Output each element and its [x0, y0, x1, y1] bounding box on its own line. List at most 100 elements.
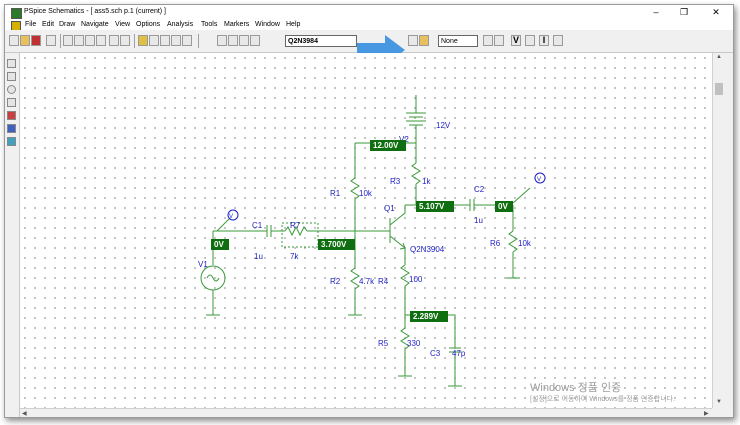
r3-ref: R3	[390, 177, 401, 186]
vertical-scroll-thumb[interactable]	[715, 83, 723, 95]
activation-watermark-title: Windows 정품 인증	[530, 382, 622, 394]
supply-value: 12V	[436, 121, 451, 130]
voltage-marker-icon[interactable]	[525, 35, 535, 46]
save-icon[interactable]	[31, 35, 41, 46]
circle-tool-icon[interactable]	[7, 85, 16, 94]
window-title: PSpice Schematics - [ ass5.sch p.1 (curr…	[24, 8, 166, 15]
draw-block-icon[interactable]	[239, 35, 249, 46]
r5-ref: R5	[378, 339, 389, 348]
r2-ref: R2	[330, 277, 341, 286]
arc-tool-icon[interactable]	[7, 98, 16, 107]
close-button[interactable]: ✕	[712, 7, 720, 17]
source-v2-label: V2	[399, 135, 409, 144]
scroll-down-icon[interactable]: ▼	[716, 399, 722, 405]
voltage-label-output: 0V	[498, 202, 508, 211]
menu-options[interactable]: Options	[136, 21, 161, 28]
menu-markers[interactable]: Markers	[224, 21, 250, 28]
menu-bar: File Edit Draw Navigate View Options Ana…	[5, 19, 733, 31]
new-icon[interactable]	[9, 35, 19, 46]
vertical-scrollbar[interactable]: ▲ ▼	[712, 53, 725, 408]
undo-icon[interactable]	[109, 35, 119, 46]
current-marker-icon[interactable]	[553, 35, 563, 46]
paste-icon[interactable]	[85, 35, 95, 46]
graphic-tool-icon[interactable]	[7, 124, 16, 133]
setup-analysis-icon[interactable]	[408, 35, 418, 46]
zoom-out-icon[interactable]	[160, 35, 170, 46]
part-name-input[interactable]: Q2N3984	[285, 35, 357, 47]
zoom-in-icon[interactable]	[149, 35, 159, 46]
c3-ref: C3	[430, 349, 441, 358]
r7-value: 7k	[290, 252, 299, 261]
menu-file[interactable]: File	[25, 21, 37, 28]
scroll-up-icon[interactable]: ▲	[716, 54, 722, 60]
menu-navigate[interactable]: Navigate	[81, 21, 109, 28]
menu-view[interactable]: View	[115, 21, 131, 28]
picture-tool-icon[interactable]	[7, 137, 16, 146]
source-v1-label: V1	[198, 260, 208, 269]
activation-watermark-text: [설정]으로 이동하여 Windows를 정품 인증합니다.	[530, 396, 676, 403]
voltage-display-button[interactable]: V	[511, 35, 521, 46]
voltage-label-emitter: 2.289V	[413, 312, 439, 321]
current-display-button[interactable]: I	[539, 35, 549, 46]
cut-icon[interactable]	[63, 35, 73, 46]
schematic-canvas[interactable]: V V V2 12V R1 10k R2 4.7k R3 1k R4 100 R…	[20, 53, 712, 408]
zoom-area-icon[interactable]	[171, 35, 181, 46]
line-tool-icon[interactable]	[7, 59, 16, 68]
get-part-icon[interactable]	[250, 35, 260, 46]
redraw-icon[interactable]	[138, 35, 148, 46]
menu-analysis[interactable]: Analysis	[167, 21, 194, 28]
c1-value: 1u	[254, 252, 263, 261]
scroll-left-icon[interactable]: ◀	[22, 411, 27, 417]
c3-value: 47p	[452, 349, 466, 358]
color-tool-icon[interactable]	[7, 111, 16, 120]
q1-model: Q2N3904	[410, 245, 445, 254]
r7-ref: R7	[290, 221, 301, 230]
delete-icon[interactable]	[96, 35, 106, 46]
r1-value: 10k	[359, 189, 373, 198]
menu-help[interactable]: Help	[286, 21, 301, 28]
scroll-right-icon[interactable]: ▶	[704, 411, 709, 417]
c1-ref: C1	[252, 221, 263, 230]
pspice-app-icon	[11, 8, 22, 19]
menu-tools[interactable]: Tools	[201, 21, 218, 28]
title-bar[interactable]: PSpice Schematics - [ ass5.sch p.1 (curr…	[5, 5, 733, 19]
zoom-fit-icon[interactable]	[182, 35, 192, 46]
schematic-drawing: V V V2 12V R1 10k R2 4.7k R3 1k R4 100 R…	[198, 95, 546, 387]
probe-toggle-icon[interactable]	[494, 35, 504, 46]
minimize-button[interactable]: –	[653, 7, 659, 17]
open-icon[interactable]	[20, 35, 30, 46]
display-select[interactable]: None	[438, 35, 478, 47]
redo-icon[interactable]	[120, 35, 130, 46]
box-tool-icon[interactable]	[7, 72, 16, 81]
print-icon[interactable]	[46, 35, 56, 46]
draw-bus-icon[interactable]	[228, 35, 238, 46]
probe-label: V	[229, 214, 233, 220]
r1-ref: R1	[330, 189, 341, 198]
menu-window[interactable]: Window	[255, 21, 280, 28]
r6-value: 10k	[518, 239, 532, 248]
r6-ref: R6	[490, 239, 501, 248]
r3-value: 1k	[422, 177, 431, 186]
q1-ref: Q1	[384, 204, 395, 213]
r5-value: 330	[407, 339, 421, 348]
r4-ref: R4	[378, 277, 389, 286]
voltage-label-base: 3.700V	[321, 240, 347, 249]
horizontal-scrollbar[interactable]: ◀ ▶	[20, 408, 712, 417]
maximize-button[interactable]: ❐	[679, 7, 689, 17]
probe-label: V	[537, 177, 541, 183]
copy-icon[interactable]	[74, 35, 84, 46]
r2-value: 4.7k	[359, 277, 375, 286]
c2-value: 1u	[474, 216, 483, 225]
voltage-label-vcc: 12.00V	[373, 141, 399, 150]
simulate-icon[interactable]	[419, 35, 429, 46]
menu-draw[interactable]: Draw	[59, 21, 76, 28]
app-window: PSpice Schematics - [ ass5.sch p.1 (curr…	[4, 4, 734, 418]
draw-toolbar	[5, 53, 20, 417]
voltage-label-collector: 5.107V	[419, 202, 445, 211]
menu-edit[interactable]: Edit	[42, 21, 55, 28]
probe-icon[interactable]	[483, 35, 493, 46]
r4-value: 100	[409, 275, 423, 284]
draw-wire-icon[interactable]	[217, 35, 227, 46]
c2-ref: C2	[474, 185, 485, 194]
toolbar: Q2N3984 None V I	[5, 30, 733, 53]
